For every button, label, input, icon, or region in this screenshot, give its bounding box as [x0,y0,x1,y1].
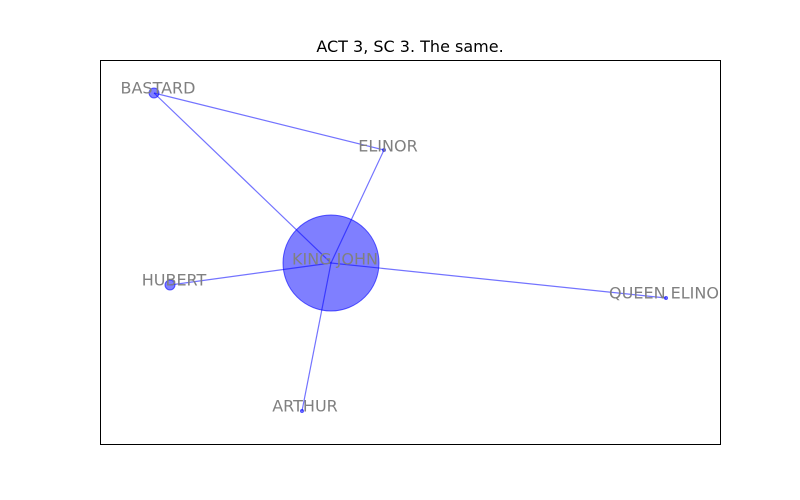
edge-bastard-elinor [153,92,385,151]
nodes-layer [148,87,668,413]
node-arthur [300,409,304,413]
node-label-queen-elinor: QUEEN ELINO [609,284,719,303]
node-bastard [148,87,160,99]
node-elinor [382,148,386,152]
node-label-elinor: ELINOR [358,137,417,156]
node-queen-elinor [664,296,668,300]
node-king-john [282,214,380,312]
labels-layer: KING JOHN BASTARD ELINOR HUBERT QUEEN ELINO A… [121,79,719,416]
node-hubert [164,279,176,291]
node-label-king-john: KING JOHN [292,250,378,269]
edge-king-john-queen-elinor [330,262,667,299]
node-label-bastard: BASTARD [121,79,196,98]
plot-frame [100,60,721,445]
node-label-hubert: HUBERT [142,271,207,290]
node-label-arthur: ARTHUR [272,397,338,416]
figure-title: ACT 3, SC 3. The same. [316,37,503,56]
